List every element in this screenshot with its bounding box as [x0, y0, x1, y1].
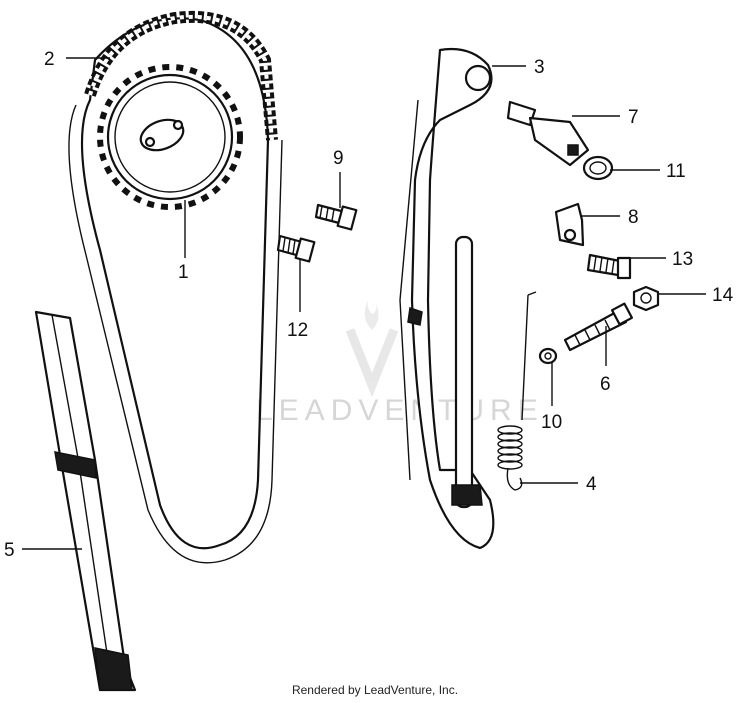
callout-9: 9: [333, 148, 344, 169]
callout-10: 10: [541, 412, 562, 433]
watermark-text: LEADVENTURE: [256, 394, 544, 427]
callout-3: 3: [534, 57, 545, 78]
callout-13: 13: [672, 249, 693, 270]
tensioner-arm: [399, 47, 495, 550]
callout-1: 1: [178, 262, 189, 283]
callout-8: 8: [628, 207, 639, 228]
callout-labels: 1 2 3 4 5 6 7 8 9 10 11 12 13 14: [4, 49, 734, 561]
callout-2: 2: [44, 49, 55, 70]
cam-chain: [68, 11, 283, 564]
lock-nut: [632, 285, 660, 312]
footer-credit: Rendered by LeadVenture, Inc.: [291, 683, 459, 697]
callout-5: 5: [4, 540, 15, 561]
callout-11: 11: [666, 161, 686, 182]
callout-6: 6: [600, 374, 611, 395]
watermark-logo: [345, 298, 399, 398]
chain-guide: [34, 310, 137, 692]
bolt-9: [314, 203, 358, 231]
bolt-13: [586, 253, 632, 280]
stopper-plate: [554, 202, 585, 247]
callout-7: 7: [628, 107, 639, 128]
tensioner-spring: [497, 291, 537, 491]
watermark: LEADVENTURE: [256, 298, 544, 427]
tensioner-bolt-body: [506, 100, 590, 167]
leader-lines: [22, 57, 706, 550]
bolt-12: [276, 234, 316, 263]
adjusting-bolt: [563, 302, 634, 352]
callout-12: 12: [287, 320, 308, 341]
tensioner-rod: [451, 235, 483, 509]
callout-4: 4: [586, 474, 597, 495]
sealing-washer: [582, 155, 614, 181]
small-washer: [538, 347, 558, 365]
callout-14: 14: [712, 285, 734, 306]
cam-sprocket: [97, 64, 243, 210]
